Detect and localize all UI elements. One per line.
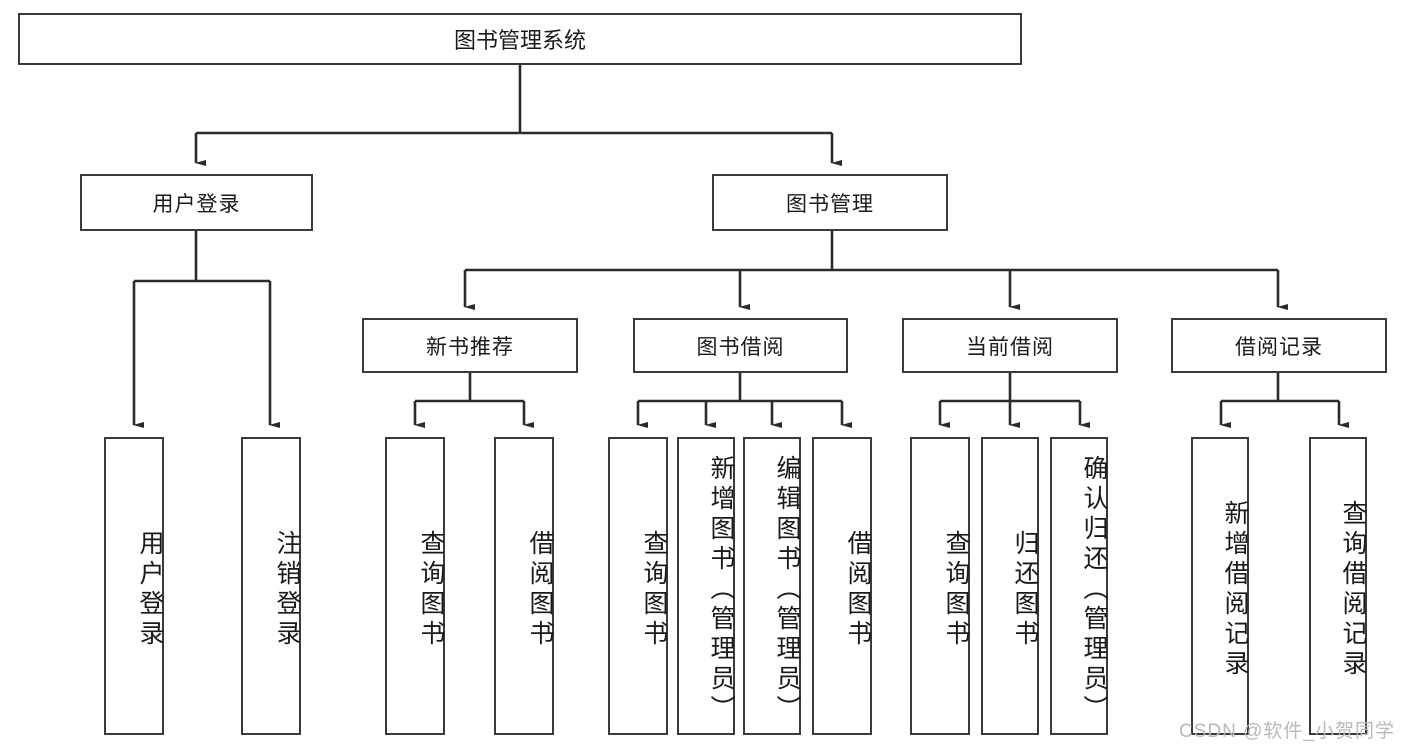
leaf-query-book-3-label: 查询图书 <box>942 530 970 650</box>
leaf-confirm-return-label: 确认归还（管理员） <box>1080 455 1108 725</box>
leaf-query-book-2-label: 查询图书 <box>640 530 668 650</box>
node-user-login[interactable]: 用户登录 <box>80 174 313 231</box>
leaf-borrow-book-2-label: 借阅图书 <box>844 530 872 650</box>
leaf-return-book[interactable]: 归还图书 <box>981 437 1039 735</box>
node-borrow-record[interactable]: 借阅记录 <box>1171 318 1387 373</box>
node-new-book-recommend-label: 新书推荐 <box>426 335 514 359</box>
leaf-borrow-book-2[interactable]: 借阅图书 <box>812 437 872 735</box>
node-book-manage[interactable]: 图书管理 <box>712 174 948 231</box>
watermark: CSDN @软件_小贺同学 <box>1179 721 1395 742</box>
leaf-logout-login[interactable]: 注销登录 <box>241 437 301 735</box>
leaf-confirm-return[interactable]: 确认归还（管理员） <box>1050 437 1108 735</box>
leaf-add-book[interactable]: 新增图书（管理员） <box>677 437 735 735</box>
leaf-return-book-label: 归还图书 <box>1011 530 1039 650</box>
leaf-query-book-1-label: 查询图书 <box>417 530 445 650</box>
leaf-query-book-1[interactable]: 查询图书 <box>385 437 445 735</box>
leaf-borrow-book-1-label: 借阅图书 <box>526 530 554 650</box>
leaf-query-record[interactable]: 查询借阅记录 <box>1309 437 1367 735</box>
node-user-login-label: 用户登录 <box>152 192 241 216</box>
node-borrow-record-label: 借阅记录 <box>1235 335 1323 359</box>
leaf-user-login[interactable]: 用户登录 <box>104 437 164 735</box>
node-root-label: 图书管理系统 <box>453 28 586 53</box>
leaf-add-record[interactable]: 新增借阅记录 <box>1191 437 1249 735</box>
leaf-edit-book-label: 编辑图书（管理员） <box>773 455 801 725</box>
node-root[interactable]: 图书管理系统 <box>18 13 1022 65</box>
leaf-add-book-label: 新增图书（管理员） <box>707 455 735 725</box>
node-current-borrow-label: 当前借阅 <box>966 335 1054 359</box>
leaf-borrow-book-1[interactable]: 借阅图书 <box>494 437 554 735</box>
node-new-book-recommend[interactable]: 新书推荐 <box>362 318 578 373</box>
leaf-logout-login-label: 注销登录 <box>273 530 301 650</box>
node-book-borrow[interactable]: 图书借阅 <box>633 318 848 373</box>
leaf-query-record-label: 查询借阅记录 <box>1339 500 1367 680</box>
node-book-borrow-label: 图书借阅 <box>696 335 785 359</box>
leaf-query-book-2[interactable]: 查询图书 <box>608 437 668 735</box>
leaf-user-login-label: 用户登录 <box>136 530 164 650</box>
node-current-borrow[interactable]: 当前借阅 <box>902 318 1118 373</box>
leaf-query-book-3[interactable]: 查询图书 <box>910 437 970 735</box>
leaf-add-record-label: 新增借阅记录 <box>1221 500 1249 680</box>
leaf-edit-book[interactable]: 编辑图书（管理员） <box>743 437 801 735</box>
node-book-manage-label: 图书管理 <box>786 192 874 216</box>
